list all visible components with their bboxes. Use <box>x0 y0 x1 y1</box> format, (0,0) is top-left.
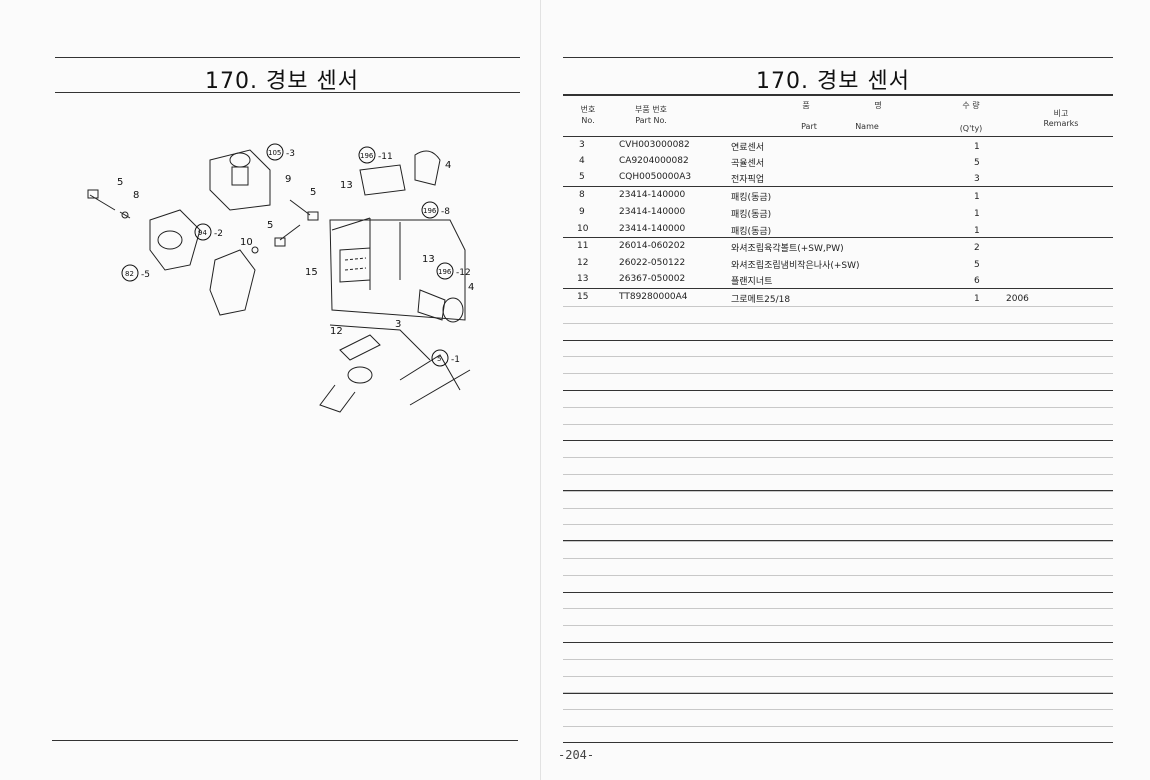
header-qty-en: (Q'ty) <box>959 124 983 133</box>
svg-text:-12: -12 <box>456 268 471 278</box>
blank-row-line <box>563 323 1113 324</box>
svg-text:-8: -8 <box>441 207 450 217</box>
svg-text:82: 82 <box>125 270 134 278</box>
blank-row-line <box>563 524 1113 525</box>
blank-row-line <box>563 424 1113 425</box>
header-remarks-en: Remarks <box>1043 119 1079 128</box>
blank-group-divider <box>563 390 1113 391</box>
left-sender <box>149 209 201 271</box>
svg-text:196: 196 <box>360 152 374 160</box>
svg-text:5: 5 <box>267 220 273 231</box>
group-divider <box>563 237 1113 238</box>
svg-text:3: 3 <box>395 319 401 330</box>
header-name-ko-1: 품 <box>802 101 810 110</box>
title-rule <box>55 92 520 93</box>
svg-text:4: 4 <box>445 160 451 171</box>
svg-text:-3: -3 <box>286 149 295 159</box>
tank-outline <box>329 219 466 321</box>
blank-group-divider <box>563 490 1113 491</box>
bottom-rule <box>52 740 518 741</box>
svg-text:4: 4 <box>468 282 474 293</box>
top-bracket <box>209 149 271 211</box>
blank-row-line <box>563 692 1113 693</box>
blank-group-divider <box>563 540 1113 541</box>
right-page: 170. 경보 센서 번호 No. 부품 번호 Part No. 품 명 Par… <box>541 0 1150 780</box>
mid-bracket <box>209 249 256 316</box>
blank-row-line <box>563 659 1113 660</box>
blank-group-divider <box>563 642 1113 643</box>
header-no-en: No. <box>581 116 595 125</box>
header-name-ko-2: 명 <box>874 101 882 110</box>
blank-group-divider <box>563 440 1113 441</box>
blank-row-line <box>563 709 1113 710</box>
header-qty-ko: 수 량 <box>962 101 980 110</box>
blank-row-line <box>563 676 1113 677</box>
header-remarks-ko: 비고 <box>1053 109 1069 118</box>
header-name-en-1: Part <box>801 122 817 131</box>
exploded-parts-diagram: 105-3 196-11 196-8 94-2 82-5 196-12 5-1 … <box>87 143 474 413</box>
blank-row-line <box>563 541 1113 542</box>
header-part-en: Part No. <box>635 116 667 125</box>
blank-row-line <box>563 373 1113 374</box>
header-part-ko: 부품 번호 <box>635 105 667 114</box>
blank-group-divider <box>563 693 1113 694</box>
svg-text:5: 5 <box>310 187 316 198</box>
top-rule <box>563 57 1113 58</box>
svg-text:105: 105 <box>268 149 281 157</box>
float-sender <box>339 334 381 361</box>
svg-text:9: 9 <box>285 174 291 185</box>
part-labels: 5 8 9 5 4 13 10 5 15 13 4 12 3 <box>117 160 474 337</box>
group-divider <box>563 186 1113 187</box>
svg-text:10: 10 <box>240 237 253 248</box>
blank-row-line <box>563 407 1113 408</box>
page-title: 170. 경보 센서 <box>205 69 359 94</box>
blank-row-line <box>563 491 1113 492</box>
blank-row-line <box>563 508 1113 509</box>
blank-group-divider <box>563 742 1113 743</box>
svg-text:-2: -2 <box>214 229 223 239</box>
svg-text:5: 5 <box>117 177 123 188</box>
tank-panel <box>339 247 371 283</box>
blank-row-line <box>563 306 1113 307</box>
svg-text:12: 12 <box>330 326 343 337</box>
svg-text:8: 8 <box>133 190 139 201</box>
group-divider <box>563 288 1113 289</box>
left-page: 170. 경보 센서 <box>0 0 541 780</box>
right-sensor <box>442 297 464 323</box>
blank-row-line <box>563 608 1113 609</box>
header-name-en-2: Name <box>855 122 879 131</box>
svg-text:-5: -5 <box>141 270 150 280</box>
svg-text:94: 94 <box>198 229 207 237</box>
blank-row-line <box>563 558 1113 559</box>
title-rule <box>563 94 1113 96</box>
header-no-ko: 번호 <box>580 105 596 114</box>
page-title: 170. 경보 센서 <box>756 69 910 94</box>
page-number: -204- <box>558 748 595 762</box>
blank-group-divider <box>563 340 1113 341</box>
svg-text:15: 15 <box>305 267 318 278</box>
header-rule <box>563 136 1113 137</box>
sensor-bracket <box>359 164 406 196</box>
blank-row-line <box>563 474 1113 475</box>
svg-text:-1: -1 <box>451 355 460 365</box>
blank-row-line <box>563 457 1113 458</box>
blank-group-divider <box>563 592 1113 593</box>
svg-text:-11: -11 <box>378 152 393 162</box>
svg-text:196: 196 <box>423 207 437 215</box>
svg-text:13: 13 <box>340 180 353 191</box>
blank-row-line <box>563 625 1113 626</box>
svg-text:13: 13 <box>422 254 435 265</box>
blank-row-line <box>563 726 1113 727</box>
callouts: 105-3 196-11 196-8 94-2 82-5 196-12 5-1 <box>121 143 471 367</box>
blank-row-line <box>563 356 1113 357</box>
tank-lines <box>331 217 401 290</box>
svg-text:5: 5 <box>437 355 441 363</box>
blank-row-line <box>563 575 1113 576</box>
top-rule <box>55 57 520 58</box>
svg-text:196: 196 <box>438 268 452 276</box>
